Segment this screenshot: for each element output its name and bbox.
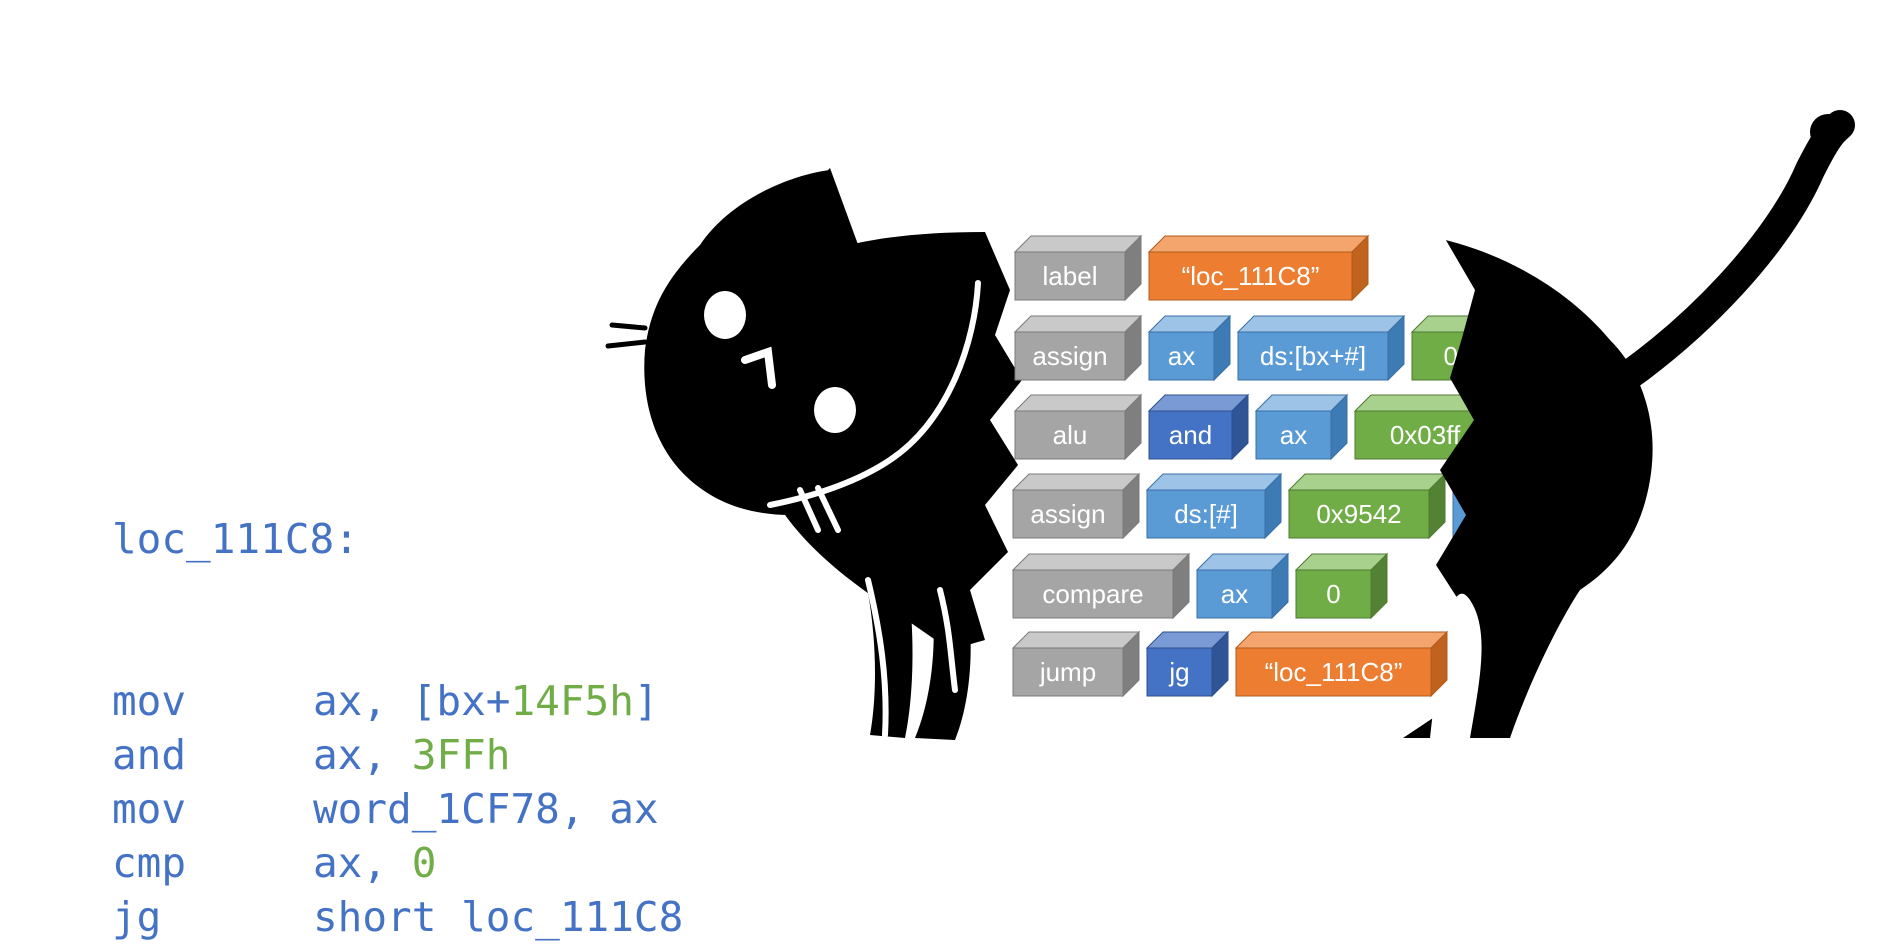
- code-operand: ax,: [313, 731, 412, 779]
- token-label: label: [1043, 261, 1098, 291]
- token-block: ax: [1195, 552, 1290, 620]
- code-operand: ax,: [313, 839, 412, 887]
- code-number: 3FFh: [411, 731, 511, 779]
- code-mnemonic: mov: [112, 785, 187, 833]
- token-label: alu: [1053, 420, 1088, 450]
- token-label: 0: [1326, 579, 1340, 609]
- code-operand: ]: [633, 677, 659, 725]
- code-mnemonic: cmp: [112, 839, 187, 887]
- code-label-line: loc_111C8:: [112, 512, 683, 566]
- token-label: and: [1169, 420, 1212, 450]
- token-label: 0x03ff: [1390, 420, 1461, 450]
- token-block: ds:[bx+#]: [1236, 314, 1406, 382]
- token-label: assign: [1032, 341, 1107, 371]
- token-block: jump: [1011, 630, 1141, 698]
- token-block: 0: [1294, 552, 1389, 620]
- code-line: and ax, 3FFh: [112, 728, 683, 782]
- code-number: 0: [411, 839, 437, 887]
- token-block: label: [1013, 234, 1143, 302]
- token-block: assign: [1011, 472, 1141, 540]
- code-mnemonic: mov: [112, 677, 187, 725]
- code-line: mov word_1CF78, ax: [112, 782, 683, 836]
- token-label: “loc_111C8”: [1182, 261, 1320, 291]
- token-label: jump: [1039, 657, 1096, 687]
- cat-front-icon: [605, 168, 1022, 740]
- code-operand: word_1CF78, ax: [313, 785, 659, 833]
- token-label: “loc_111C8”: [1265, 657, 1403, 687]
- token-label: ds:[#]: [1174, 499, 1238, 529]
- token-block: ds:[#]: [1145, 472, 1283, 540]
- token-block: ax: [1254, 393, 1349, 461]
- token-block: assign: [1013, 314, 1143, 382]
- token-block: “loc_111C8”: [1147, 234, 1370, 302]
- code-operand: short loc_111C8: [313, 893, 684, 941]
- token-label: jg: [1168, 657, 1189, 687]
- token-block: ax: [1147, 314, 1232, 382]
- code-label: loc_111C8:: [112, 515, 359, 563]
- token-block: 0x9542: [1287, 472, 1447, 540]
- code-line: mov ax, [bx+14F5h]: [112, 674, 683, 728]
- token-block: “loc_111C8”: [1234, 630, 1449, 698]
- token-label: ax: [1280, 420, 1307, 450]
- token-block: alu: [1013, 393, 1143, 461]
- code-mnemonic: and: [112, 731, 187, 779]
- token-block: jg: [1145, 630, 1230, 698]
- code-number: 14F5h: [510, 677, 634, 725]
- cat-back-icon: [1400, 110, 1855, 738]
- token-label: ds:[bx+#]: [1260, 341, 1366, 371]
- token-label: compare: [1042, 579, 1143, 609]
- code-mnemonic: jg: [112, 893, 162, 941]
- code-operand: ax, [bx+: [313, 677, 511, 725]
- code-line: cmp ax, 0: [112, 836, 683, 890]
- code-line: jg short loc_111C8: [112, 890, 683, 944]
- token-block: and: [1147, 393, 1250, 461]
- token-label: assign: [1030, 499, 1105, 529]
- token-label: 0x9542: [1316, 499, 1401, 529]
- token-label: ax: [1168, 341, 1195, 371]
- token-block: compare: [1011, 552, 1191, 620]
- token-label: ax: [1221, 579, 1248, 609]
